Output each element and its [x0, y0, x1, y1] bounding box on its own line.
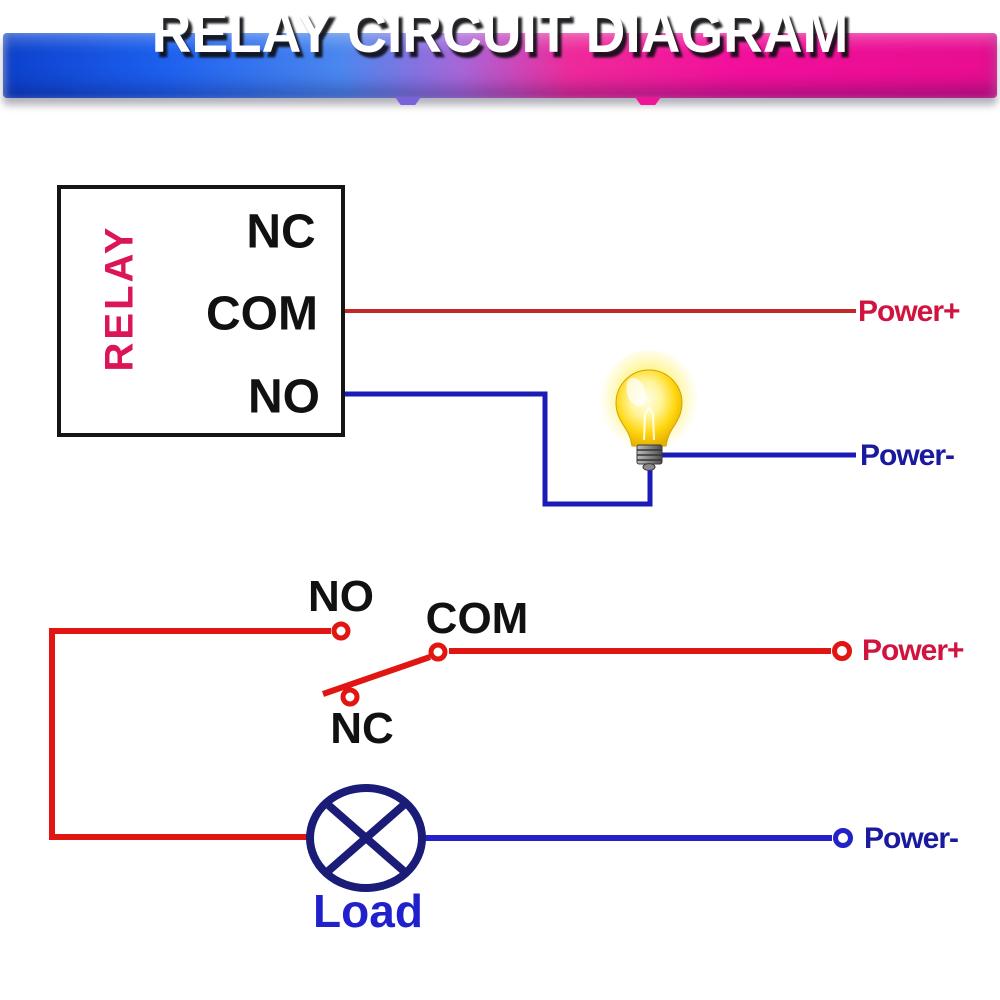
banner-fold-right: [635, 97, 661, 105]
power-plus-terminal: [832, 641, 852, 661]
power-minus-terminal: [833, 828, 853, 848]
bulb-base-threads: [637, 449, 662, 461]
light-bulb-icon: [599, 350, 699, 471]
bulb-highlight: [626, 377, 646, 407]
power-plus-label-top: Power+: [858, 295, 961, 328]
power-plus-label-bottom: Power+: [862, 634, 965, 667]
switch-com-terminal: [428, 642, 448, 662]
switch-nc-label: NC: [330, 704, 394, 753]
wire-no-to-load: [49, 628, 331, 840]
power-minus-label-bottom: Power-: [864, 822, 959, 855]
relay-terminal-com-label: COM: [206, 287, 318, 341]
load-label: Load: [313, 885, 423, 937]
title-banner: [3, 33, 997, 105]
relay-box: [57, 185, 345, 437]
switch-nc-terminal: [340, 687, 360, 707]
banner-fold-left: [395, 97, 421, 105]
relay-terminal-nc-label: NC: [246, 205, 316, 259]
wire-no-to-bulb-to-power-minus: [345, 391, 856, 507]
relay-terminal-no-label: NO: [248, 370, 320, 424]
load-symbol: [306, 784, 426, 892]
switch-no-terminal: [331, 621, 351, 641]
switch-no-label: NO: [308, 572, 374, 621]
power-minus-label-top: Power-: [860, 439, 955, 472]
bulb-tip: [642, 463, 656, 471]
page-title: RELAY CIRCUIT DIAGRAM: [151, 0, 849, 65]
switch-com-label: COM: [425, 594, 529, 643]
bulb-filament: [643, 406, 655, 441]
switch-arm: [322, 654, 431, 697]
